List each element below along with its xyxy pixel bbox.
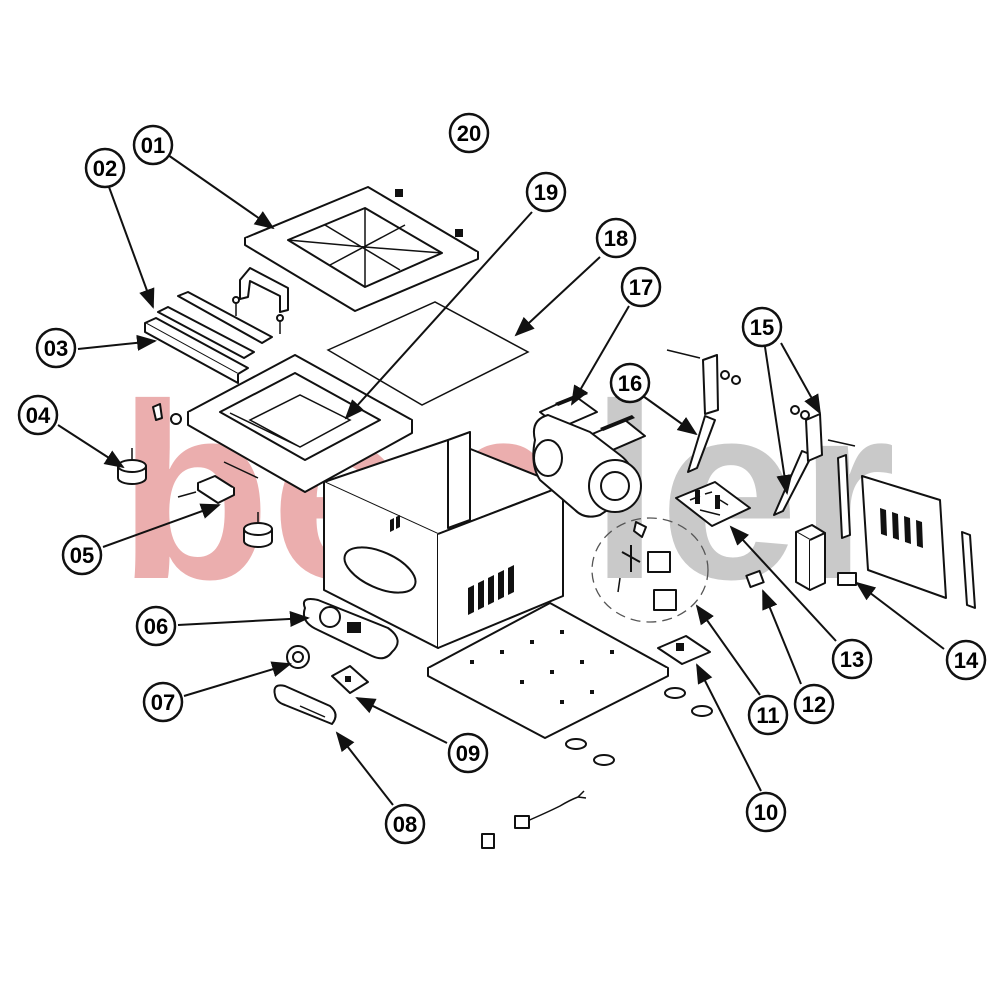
svg-text:03: 03 bbox=[44, 336, 68, 361]
svg-text:11: 11 bbox=[756, 703, 779, 728]
callout-01: 01 bbox=[132, 124, 174, 166]
part-bracket-left bbox=[666, 349, 741, 473]
part-gasket bbox=[326, 301, 530, 406]
callout-05: 05 bbox=[61, 534, 103, 576]
svg-text:18: 18 bbox=[604, 226, 628, 251]
svg-text:16: 16 bbox=[618, 371, 642, 396]
svg-text:10: 10 bbox=[754, 800, 778, 825]
part-power-cord bbox=[481, 790, 587, 849]
svg-text:17: 17 bbox=[629, 275, 653, 300]
part-fittings bbox=[152, 403, 182, 425]
svg-text:04: 04 bbox=[26, 403, 51, 428]
callout-08: 08 bbox=[384, 803, 426, 845]
part-circuit-board bbox=[675, 481, 751, 527]
part-base-plate bbox=[427, 602, 669, 739]
svg-text:13: 13 bbox=[840, 647, 864, 672]
callout-02: 02 bbox=[84, 147, 126, 189]
part-rails bbox=[144, 291, 273, 384]
part-gauge bbox=[286, 645, 310, 669]
svg-text:12: 12 bbox=[802, 692, 826, 717]
part-pump bbox=[532, 391, 646, 518]
svg-text:02: 02 bbox=[93, 156, 117, 181]
svg-text:20: 20 bbox=[457, 121, 481, 146]
callout-12: 12 bbox=[793, 683, 835, 725]
part-bracket-right bbox=[773, 405, 856, 516]
callout-20: 20 bbox=[448, 112, 490, 154]
callout-09: 09 bbox=[447, 732, 489, 774]
callout-15: 15 bbox=[741, 306, 783, 348]
part-feet bbox=[117, 448, 273, 548]
part-switch bbox=[745, 569, 765, 589]
callout-18: 18 bbox=[595, 217, 637, 259]
svg-text:09: 09 bbox=[456, 741, 480, 766]
part-latch bbox=[177, 461, 259, 504]
svg-text:06: 06 bbox=[144, 614, 168, 639]
part-knob bbox=[273, 684, 337, 725]
svg-text:14: 14 bbox=[954, 648, 979, 673]
callouts: 01 02 03 04 05 06 07 08 09 10 11 12 13 1… bbox=[17, 112, 987, 845]
svg-text:19: 19 bbox=[534, 180, 558, 205]
callout-04: 04 bbox=[17, 394, 59, 436]
part-valve-group bbox=[591, 517, 709, 623]
svg-text:05: 05 bbox=[70, 543, 94, 568]
part-vacuum-tray bbox=[187, 354, 413, 493]
part-rear-panel bbox=[837, 475, 976, 609]
callout-19: 19 bbox=[525, 171, 567, 213]
part-mount-post bbox=[795, 454, 851, 591]
leader-lines bbox=[57, 154, 945, 806]
part-relay-board bbox=[657, 635, 711, 665]
callout-10: 10 bbox=[745, 791, 787, 833]
svg-text:07: 07 bbox=[151, 690, 175, 715]
part-lid bbox=[244, 186, 479, 312]
part-label-plate bbox=[331, 665, 369, 694]
callout-14: 14 bbox=[945, 639, 987, 681]
svg-text:08: 08 bbox=[393, 812, 417, 837]
part-handle bbox=[232, 267, 289, 334]
svg-text:15: 15 bbox=[750, 315, 774, 340]
callout-16: 16 bbox=[609, 362, 651, 404]
callout-13: 13 bbox=[831, 638, 873, 680]
callout-03: 03 bbox=[35, 327, 77, 369]
callout-11: 11 bbox=[747, 694, 789, 736]
callout-06: 06 bbox=[135, 605, 177, 647]
callout-17: 17 bbox=[620, 266, 662, 308]
part-base-feet bbox=[565, 687, 713, 766]
svg-text:01: 01 bbox=[141, 133, 165, 158]
part-housing bbox=[323, 431, 564, 649]
part-front-panel bbox=[302, 598, 399, 660]
callout-07: 07 bbox=[142, 681, 184, 723]
